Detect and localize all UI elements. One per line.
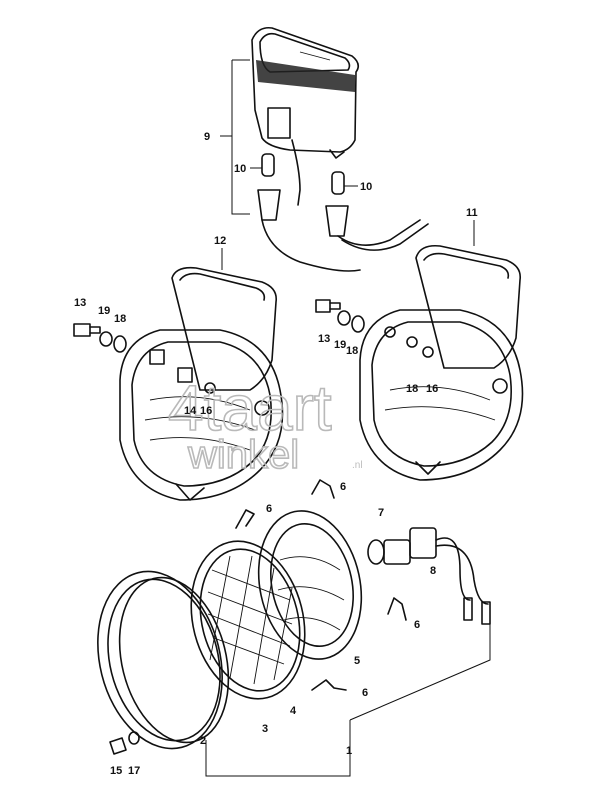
callout-14: 14 bbox=[184, 405, 197, 417]
callout-7: 7 bbox=[378, 507, 384, 519]
headlight-shell-left bbox=[119, 266, 284, 501]
mounting-clips bbox=[235, 479, 407, 691]
watermark: 4taart winkel .nl bbox=[167, 371, 363, 478]
leader-lines bbox=[205, 59, 491, 777]
callout-10b: 10 bbox=[360, 181, 372, 193]
callout-10a: 10 bbox=[234, 163, 246, 175]
callout-17: 17 bbox=[128, 765, 140, 777]
callout-4: 4 bbox=[290, 705, 297, 717]
callout-6c: 6 bbox=[414, 619, 420, 631]
rim-screw bbox=[109, 731, 140, 755]
callout-18a: 18 bbox=[114, 313, 126, 325]
bolt-washer-set-right bbox=[315, 299, 365, 333]
callout-13a: 13 bbox=[74, 297, 86, 309]
callout-13b: 13 bbox=[318, 333, 330, 345]
callout-11: 11 bbox=[466, 207, 478, 219]
watermark-suffix: .nl bbox=[352, 460, 363, 471]
callout-5: 5 bbox=[354, 655, 360, 667]
bolt-washer-set-left bbox=[73, 323, 127, 353]
speedometer-bulbs bbox=[257, 139, 429, 272]
reflector bbox=[257, 510, 363, 660]
callout-1: 1 bbox=[346, 745, 352, 757]
watermark-line2: winkel bbox=[187, 433, 299, 477]
callout-12: 12 bbox=[214, 235, 226, 247]
callout-19a: 19 bbox=[98, 305, 110, 317]
callout-19b: 19 bbox=[334, 339, 346, 351]
callout-16b: 16 bbox=[426, 383, 438, 395]
headlight-shell-right bbox=[359, 244, 524, 481]
callout-6a: 6 bbox=[266, 503, 272, 515]
headlight-rim bbox=[97, 570, 230, 750]
callout-2: 2 bbox=[200, 735, 206, 747]
callout-18c: 18 bbox=[406, 383, 418, 395]
bulb-socket bbox=[367, 527, 491, 625]
callout-9: 9 bbox=[204, 131, 210, 143]
callout-3: 3 bbox=[262, 723, 268, 735]
callout-6d: 6 bbox=[362, 687, 368, 699]
callout-8: 8 bbox=[430, 565, 436, 577]
speedometer bbox=[251, 26, 360, 159]
callout-labels: 1 2 3 4 5 6 6 6 6 7 8 9 10 10 11 12 13 1… bbox=[74, 131, 478, 777]
watermark-line1: 4taart bbox=[168, 372, 332, 444]
callout-16a: 16 bbox=[200, 405, 212, 417]
callout-6b: 6 bbox=[340, 481, 346, 493]
headlight-lens bbox=[190, 540, 306, 700]
callout-15: 15 bbox=[110, 765, 122, 777]
callout-18b: 18 bbox=[346, 345, 358, 357]
